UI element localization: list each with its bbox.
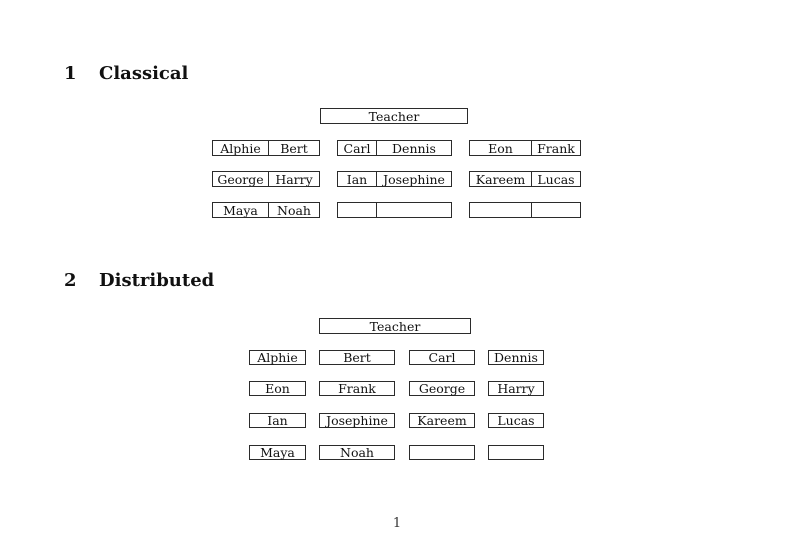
empty-seat-cell xyxy=(470,203,532,217)
classical-desk-r3c1: Maya Noah xyxy=(212,202,320,218)
seat-cell: Maya xyxy=(213,203,269,217)
seat-cell: Kareem xyxy=(470,172,532,186)
seat-cell: Ian xyxy=(338,172,377,186)
seat-cell: Bert xyxy=(280,141,308,155)
distributed-seat-r4c2: Noah xyxy=(319,445,395,460)
seat-cell: Dennis xyxy=(392,141,436,155)
distributed-seat-r3c3: Kareem xyxy=(409,413,475,428)
classical-desk-r2c3: Kareem Lucas xyxy=(469,171,581,187)
distributed-seat-r1c3: Carl xyxy=(409,350,475,365)
section-number: 1 xyxy=(64,63,77,84)
section-title: Distributed xyxy=(99,270,215,291)
section-heading-distributed: 2 Distributed xyxy=(64,272,214,290)
seat-cell: George xyxy=(213,172,269,186)
section-number: 2 xyxy=(64,270,77,291)
distributed-seat-r1c4: Dennis xyxy=(488,350,544,365)
classical-desk-r1c1: Alphie Bert xyxy=(212,140,320,156)
distributed-empty-seat-r4c4 xyxy=(488,445,544,460)
classical-desk-r2c1: George Harry xyxy=(212,171,320,187)
distributed-seat-r1c1: Alphie xyxy=(249,350,306,365)
distributed-seat-r2c1: Eon xyxy=(249,381,306,396)
classical-desk-r3c2 xyxy=(337,202,452,218)
classical-desk-r1c3: Eon Frank xyxy=(469,140,581,156)
distributed-seat-r2c3: George xyxy=(409,381,475,396)
seat-cell: Harry xyxy=(275,172,313,186)
classical-teacher-box: Teacher xyxy=(320,108,468,124)
seat-cell: Carl xyxy=(338,141,377,155)
distributed-seat-r4c1: Maya xyxy=(249,445,306,460)
classical-desk-r3c3 xyxy=(469,202,581,218)
classical-desk-r2c2: Ian Josephine xyxy=(337,171,452,187)
classical-desk-r1c2: Carl Dennis xyxy=(337,140,452,156)
distributed-seat-r2c2: Frank xyxy=(319,381,395,396)
seat-cell: Josephine xyxy=(383,172,445,186)
seat-cell: Lucas xyxy=(537,172,575,186)
empty-seat-cell xyxy=(377,203,451,217)
seat-cell: Noah xyxy=(277,203,311,217)
section-heading-classical: 1 Classical xyxy=(64,65,188,83)
page-number: 1 xyxy=(392,516,402,531)
distributed-seat-r3c4: Lucas xyxy=(488,413,544,428)
empty-seat-cell xyxy=(532,203,580,217)
distributed-empty-seat-r4c3 xyxy=(409,445,475,460)
teacher-label: Teacher xyxy=(369,318,421,334)
distributed-seat-r1c2: Bert xyxy=(319,350,395,365)
empty-seat-cell xyxy=(338,203,377,217)
teacher-label: Teacher xyxy=(368,108,420,124)
distributed-seat-r3c2: Josephine xyxy=(319,413,395,428)
distributed-seat-r3c1: Ian xyxy=(249,413,306,428)
seat-cell: Alphie xyxy=(213,141,269,155)
distributed-teacher-box: Teacher xyxy=(319,318,471,334)
distributed-seat-r2c4: Harry xyxy=(488,381,544,396)
seat-cell: Frank xyxy=(537,141,575,155)
seat-cell: Eon xyxy=(470,141,532,155)
section-title: Classical xyxy=(99,63,189,84)
